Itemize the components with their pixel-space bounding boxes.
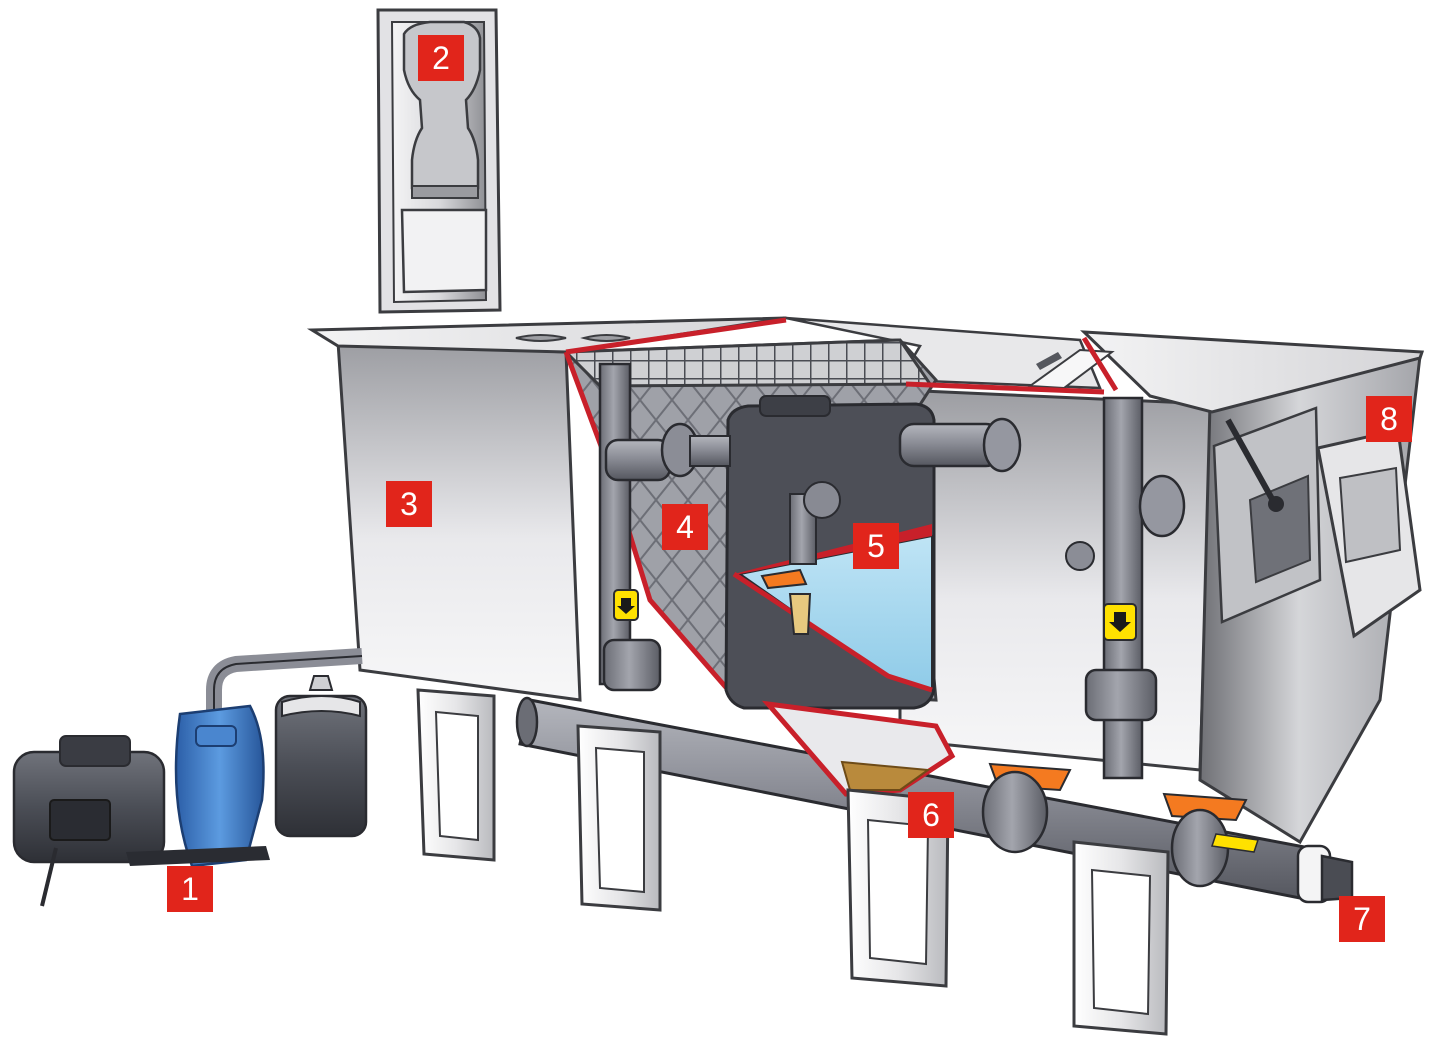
interceptor-tank (306, 316, 1425, 845)
callout-8-control-panel: 8 (1380, 401, 1398, 437)
callout-1-pump: 1 (181, 871, 199, 907)
callout-3-tank: 3 (400, 486, 418, 522)
callout-6-sediment: 6 (922, 797, 940, 833)
grease-container (724, 395, 1022, 710)
callout-4-baffle: 4 (676, 509, 694, 545)
pump-assembly (12, 648, 368, 907)
tank-legs (416, 688, 1170, 1036)
inlet-pipe (598, 362, 731, 692)
control-panel (1212, 406, 1422, 639)
callout-boxes (167, 35, 1412, 942)
callout-5-grease-container: 5 (867, 528, 885, 564)
callout-7-outlet: 7 (1353, 901, 1371, 937)
outlet-pipe (1065, 396, 1186, 780)
callout-2-sludge-tray: 2 (432, 40, 450, 76)
sludge-tray (376, 8, 502, 314)
